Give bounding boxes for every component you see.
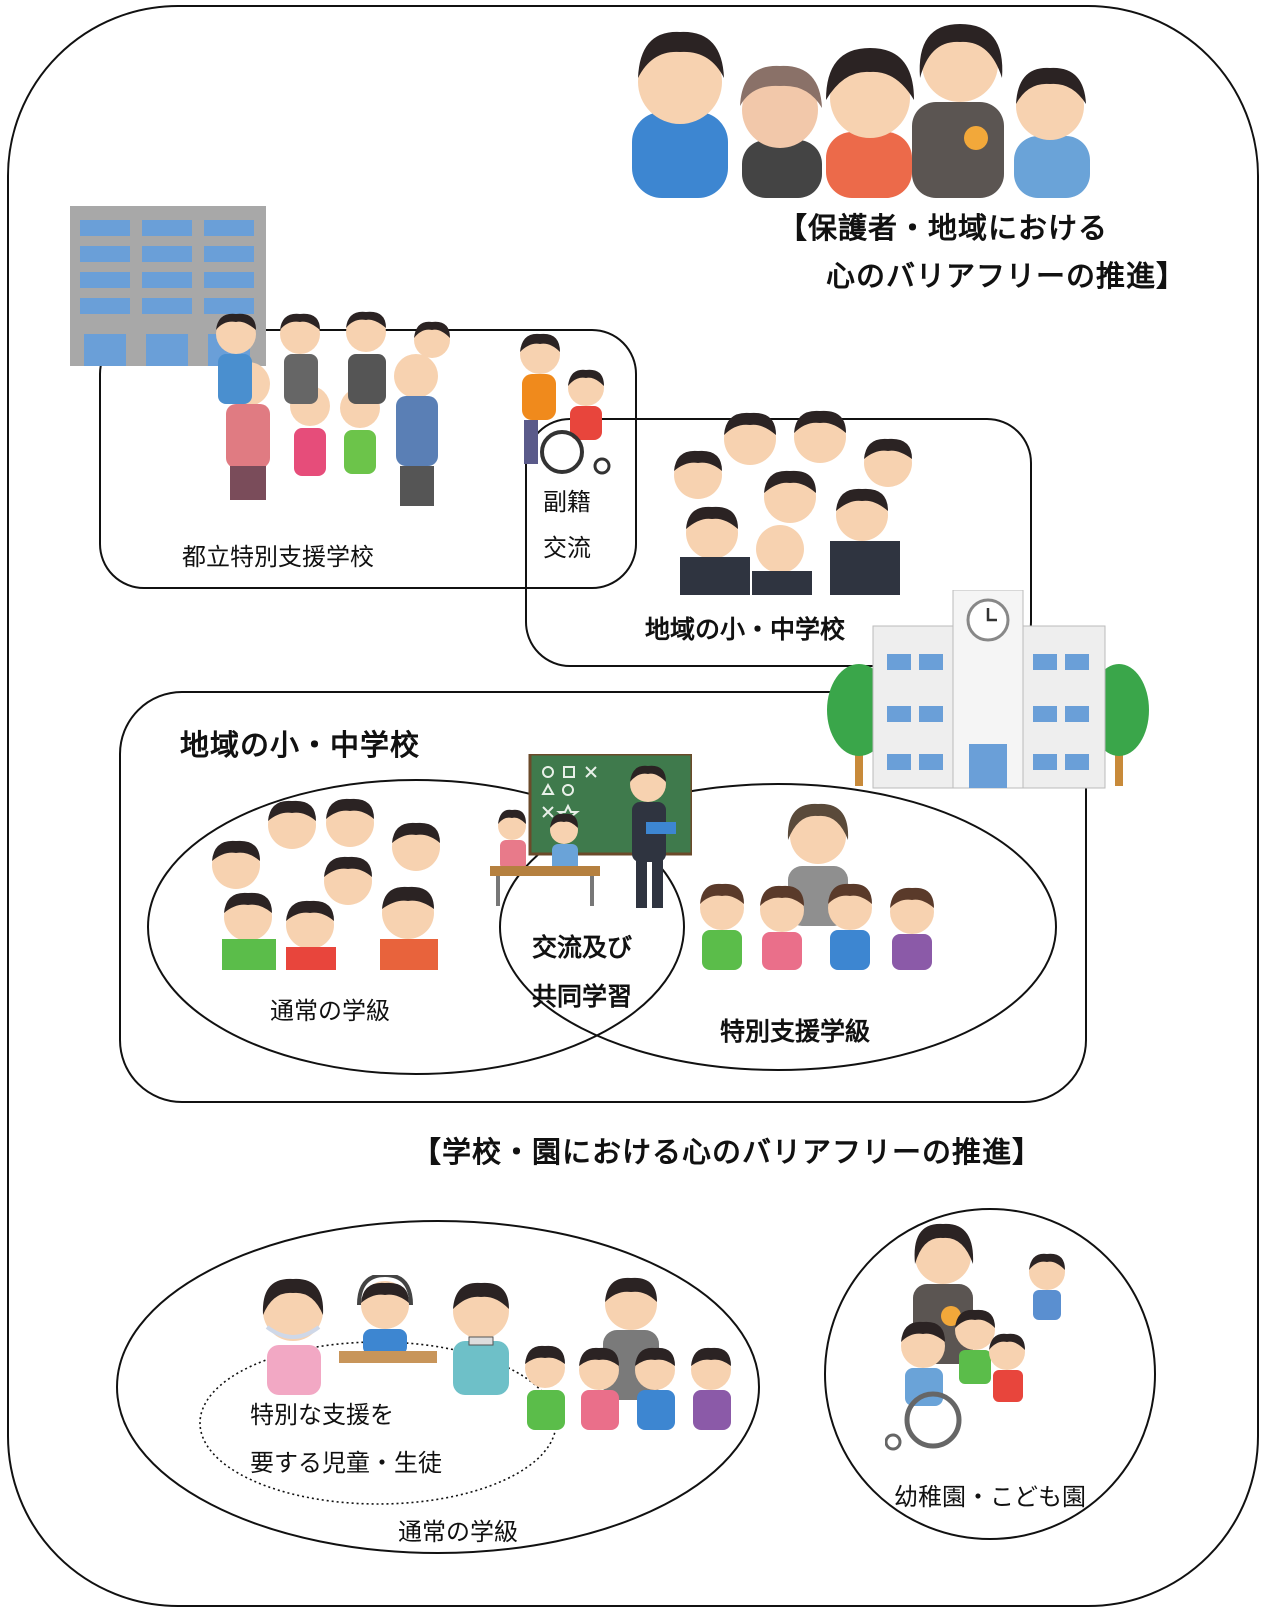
local-school-upper-label: 地域の小・中学校 <box>645 615 846 644</box>
woman-icon <box>1014 67 1090 198</box>
school-building-icon <box>827 590 1149 789</box>
regular-class-label: 通常の学級 <box>270 997 390 1025</box>
regular-class-ellipse <box>147 779 685 1075</box>
outer-frame <box>7 5 1259 1607</box>
local-school-box-upper <box>525 418 1032 667</box>
mother-icon <box>826 48 914 198</box>
blackboard-icon <box>490 754 692 908</box>
special-class-group-icon <box>700 803 934 970</box>
secondary-registry-label-line1: 副籍 <box>543 488 591 516</box>
special-school-label: 都立特別支援学校 <box>182 543 374 571</box>
secondary-registry-label-line2: 交流 <box>543 534 591 562</box>
support-needs-label-line2: 要する児童・生徒 <box>250 1449 442 1477</box>
support-needs-students-icon <box>262 1275 509 1395</box>
wheelchair-icon <box>520 333 611 475</box>
local-school-box-middle <box>119 691 1087 1103</box>
teacher-woman-icon <box>912 24 1004 198</box>
father-icon <box>632 31 728 198</box>
community-title-line2: 心のバリアフリーの推進】 <box>826 259 1187 293</box>
community-title-line1: 【保護者・地域における <box>778 211 1109 245</box>
people-group-icon <box>632 24 1090 198</box>
special-school-group-icon <box>216 311 450 506</box>
kindergarten-label: 幼稚園・こども園 <box>894 1483 1086 1511</box>
local-school-middle-title: 地域の小・中学校 <box>180 728 421 762</box>
exchange-label-line2: 共同学習 <box>532 982 633 1011</box>
cheering-students-icon <box>674 410 912 595</box>
lower-class-group-icon <box>525 1277 731 1430</box>
special-class-ellipse <box>499 783 1057 1071</box>
kindergarten-group-icon <box>885 1223 1065 1451</box>
exchange-label-line1: 交流及び <box>532 933 633 962</box>
regular-class-ellipse-lower <box>116 1220 760 1554</box>
regular-class-lower-label: 通常の学級 <box>398 1518 518 1546</box>
special-class-label: 特別支援学級 <box>720 1017 871 1046</box>
school-title: 【学校・園における心のバリアフリーの推進】 <box>412 1135 1043 1169</box>
grandmother-icon <box>740 65 822 198</box>
teacher-icon <box>630 765 676 908</box>
support-needs-label-line1: 特別な支援を <box>250 1401 394 1429</box>
regular-class-children-icon <box>212 798 440 970</box>
kindergarten-circle <box>824 1208 1156 1540</box>
